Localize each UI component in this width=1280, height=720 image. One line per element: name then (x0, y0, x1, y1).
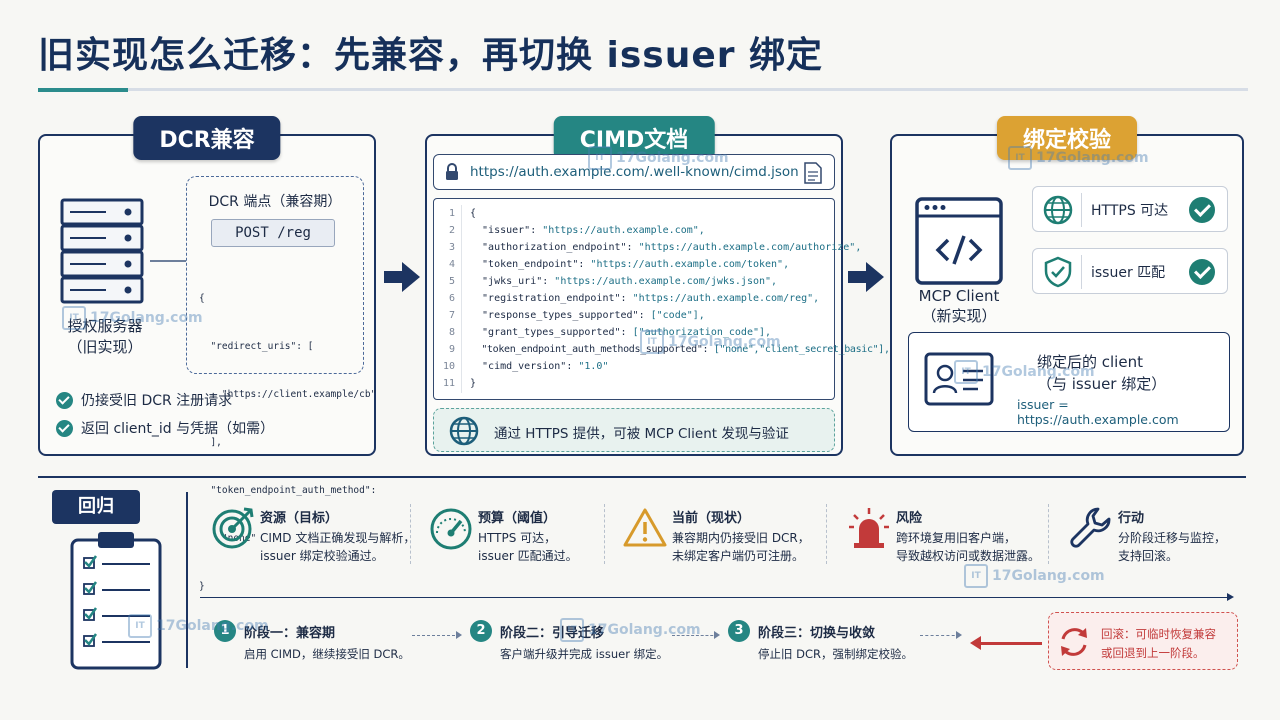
dcr-check-item: 仍接受旧 DCR 注册请求 (56, 390, 232, 410)
arrow-right-icon (848, 262, 884, 292)
check-icon (56, 391, 73, 409)
code-line: "registration_endpoint": "https://auth.e… (470, 293, 820, 304)
https-check-card: HTTPS 可达 (1032, 186, 1228, 232)
post-endpoint-label: POST /reg (211, 219, 335, 247)
server-connector (150, 260, 186, 262)
shield-check-icon (1044, 256, 1072, 288)
dcr-panel-tag: DCR兼容 (133, 116, 281, 160)
code-line: "jwks_uri": "https://auth.example.com/jw… (470, 276, 778, 287)
globe-icon (1043, 195, 1073, 225)
code-window-icon (915, 197, 1003, 285)
dcr-endpoint-title: DCR 端点（兼容期） (208, 194, 342, 210)
issuer-check-card: issuer 匹配 (1032, 248, 1228, 294)
clipboard-checklist-icon (70, 532, 162, 670)
warning-icon (623, 508, 667, 547)
check-circle-icon (1189, 197, 1215, 223)
wrench-icon (1070, 507, 1111, 548)
cimd-url: https://auth.example.com/.well-known/cim… (470, 164, 799, 180)
cimd-panel: CIMD文档 https://auth.example.com/.well-kn… (425, 116, 890, 456)
code-line: "response_types_supported": ["code"], (470, 310, 705, 321)
binding-panel-tag: 绑定校验 (996, 116, 1138, 160)
metric-separator (826, 504, 827, 564)
metric-separator (1048, 504, 1049, 564)
target-icon (212, 507, 254, 549)
line-numbers: 1 2 3 4 5 6 7 8 9 10 11 (434, 205, 462, 393)
arrow-right-icon (384, 262, 420, 292)
cimd-panel-tag: CIMD文档 (553, 116, 715, 160)
metric-separator (410, 504, 411, 564)
cimd-url-bar[interactable]: https://auth.example.com/.well-known/cim… (433, 154, 835, 190)
server-label: 授权服务器 （旧实现） (67, 317, 143, 356)
code-line: } (470, 378, 477, 389)
rollback-box: 回滚：可临时恢复兼容 或回退到上一阶段。 (1048, 612, 1238, 670)
cimd-json-code: 1 2 3 4 5 6 7 8 9 10 11 { "issuer": "htt… (433, 198, 890, 400)
bound-client-title: 绑定后的 client （与 issuer 绑定） (1037, 353, 1167, 393)
alarm-icon (849, 508, 889, 548)
dcr-endpoint-box: DCR 端点（兼容期） POST /reg { "redirect_uris":… (186, 176, 376, 592)
gauge-icon (430, 508, 472, 550)
code-line: "token_endpoint": "https://auth.example.… (470, 259, 790, 270)
id-card-icon (924, 352, 994, 406)
code-line: "cimd_version": "1.0" (470, 361, 609, 372)
server-icon (60, 198, 144, 304)
dcr-request-json: { "redirect_uris": [ "https://client.exa… (199, 293, 377, 592)
code-line: "token_endpoint_auth_methods_supported":… (470, 344, 890, 355)
document-icon (804, 162, 822, 184)
section-divider (38, 476, 1246, 478)
bottom-vertical-divider (186, 492, 188, 668)
binding-panel: 绑定校验 MCP Client （新实现） HTTPS 可达 issuer (890, 116, 1244, 456)
page-title: 旧实现怎么迁移：先兼容，再切换 issuer 绑定 (38, 35, 824, 76)
code-line: "authorization_endpoint": "https://auth.… (470, 242, 862, 253)
check-icon (56, 419, 73, 437)
dcr-check-item: 返回 client_id 与凭据（如需） (56, 418, 274, 438)
client-label: MCP Client （新实现） (918, 287, 1000, 325)
bound-issuer: issuer = https://auth.example.com (1017, 397, 1179, 427)
phase-arrow (920, 631, 962, 639)
refresh-icon (1061, 628, 1087, 656)
regression-tag: 回归 (52, 490, 140, 524)
rollback-arrow (970, 636, 1042, 650)
code-lines: { "issuer": "https://auth.example.com", … (470, 205, 890, 392)
metric-separator (604, 504, 605, 564)
title-underline (38, 88, 1248, 92)
code-line: "issuer": "https://auth.example.com", (470, 225, 705, 236)
globe-icon (449, 416, 479, 446)
dcr-panel: DCR兼容 授权服务器 （旧实现） DCR 端点（兼容期） POST /reg … (38, 116, 376, 592)
phase-arrow (672, 631, 720, 639)
lock-icon (446, 163, 458, 180)
check-circle-icon (1189, 259, 1215, 285)
bound-client-card: 绑定后的 client （与 issuer 绑定） issuer = https… (908, 332, 1230, 432)
phase-arrow (412, 631, 462, 639)
timeline-line (200, 593, 1234, 601)
https-note: 通过 HTTPS 提供，可被 MCP Client 发现与验证 (433, 408, 835, 452)
code-line: "grant_types_supported": ["authorization… (470, 327, 772, 338)
code-line: { (470, 208, 477, 219)
